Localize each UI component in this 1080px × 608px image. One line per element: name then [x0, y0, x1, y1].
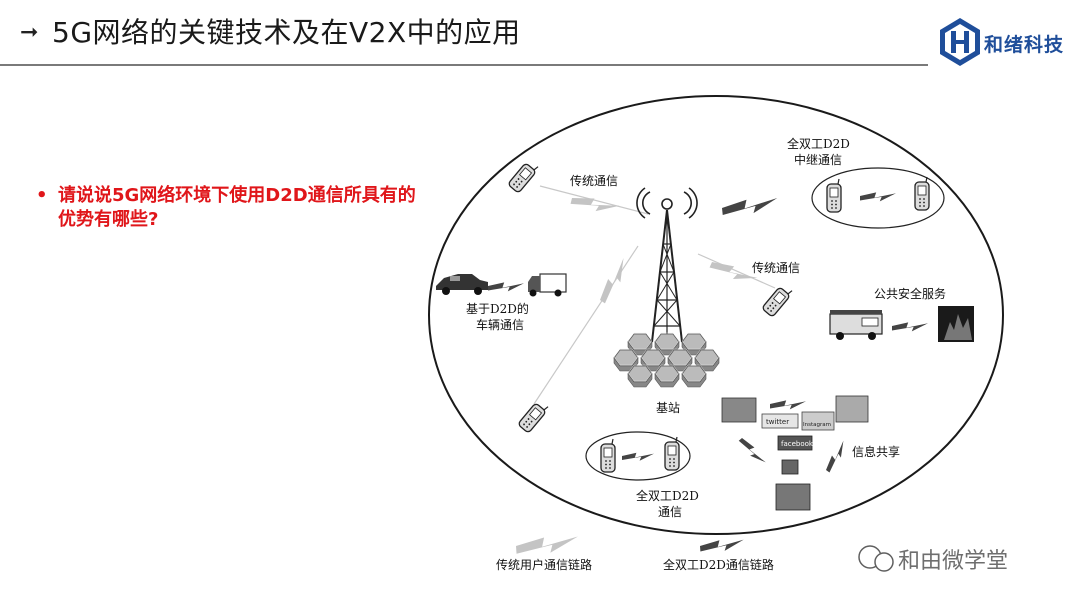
info-share-cluster: twitter Instagram facebook [721, 395, 869, 511]
facebook-thumb-label: facebook [781, 440, 814, 448]
lightning-link-icon [622, 452, 654, 461]
label-vehicle-line1: 基于D2D的 [466, 301, 529, 316]
label-public-safety: 公共安全服务 [874, 286, 946, 301]
instagram-thumb-label: Instagram [803, 422, 831, 428]
facebook-thumb [777, 435, 813, 451]
label-vehicle-line2: 车辆通信 [476, 317, 524, 332]
header-divider [0, 64, 928, 66]
photo-thumb [721, 397, 757, 423]
logo-text: 和绪科技 [984, 34, 1065, 56]
fire-truck-icon [829, 310, 883, 340]
phone-icon [516, 398, 551, 434]
photo-thumb [781, 459, 799, 475]
instagram-thumb [801, 411, 835, 431]
lightning-link-icon [860, 192, 896, 202]
base-station-tower-icon [636, 187, 698, 343]
photo-thumb [835, 395, 869, 423]
photo-thumb [775, 483, 811, 511]
cell-hexagons-icon [613, 332, 720, 388]
coverage-ellipse [428, 95, 1004, 535]
phone-icon [506, 158, 541, 194]
phone-icon [664, 436, 680, 471]
label-relay-line1: 全双工D2D [787, 136, 850, 151]
twitter-thumb [761, 413, 799, 429]
phone-icon [760, 282, 795, 318]
label-base-station: 基站 [656, 401, 680, 415]
arrow-icon: ➞ [20, 20, 39, 45]
legend-traditional-link: 传统用户通信链路 [496, 557, 592, 572]
question-text: 请说说5G网络环境下使用D2D通信所具有的优势有哪些? [58, 185, 416, 230]
lightning-link-icon [488, 282, 524, 292]
legend-full-duplex-link-icon [699, 538, 745, 553]
watermark: 和由微学堂 [856, 540, 1056, 576]
label-fd-line2: 通信 [658, 505, 682, 519]
car-icon [436, 274, 488, 295]
hexagon-logo-icon [940, 18, 980, 66]
label-fd-line1: 全双工D2D [636, 488, 699, 503]
label-relay-line2: 中继通信 [794, 152, 842, 167]
bullet-icon: • [36, 185, 48, 206]
label-traditional-left: 传统通信 [570, 173, 618, 188]
label-traditional-right: 传统通信 [752, 260, 800, 275]
truck-icon [528, 273, 567, 297]
phone-icon [600, 438, 616, 473]
lightning-link-icon [892, 322, 928, 332]
phone-icon [826, 178, 842, 213]
legend-traditional-link-icon [515, 535, 579, 556]
relay-group-circle [811, 167, 945, 229]
twitter-thumb-label: twitter [766, 418, 789, 426]
label-info-share: 信息共享 [852, 444, 900, 459]
legend-full-duplex-link: 全双工D2D通信链路 [663, 557, 774, 572]
lightning-link-icon [721, 196, 779, 217]
phone-icon [914, 176, 930, 211]
slide-title: 5G网络的关键技术及在V2X中的应用 [52, 16, 521, 49]
watermark-text: 和由微学堂 [898, 549, 1008, 574]
slide-header: ➞ 5G网络的关键技术及在V2X中的应用 和绪科技 [0, 0, 1080, 70]
company-logo: 和绪科技 [936, 16, 1076, 68]
d2d-group-circle [585, 431, 691, 481]
fire-scene-image [938, 306, 974, 342]
legend: 传统用户通信链路 全双工D2D通信链路 [496, 535, 774, 572]
traditional-links [533, 185, 776, 405]
